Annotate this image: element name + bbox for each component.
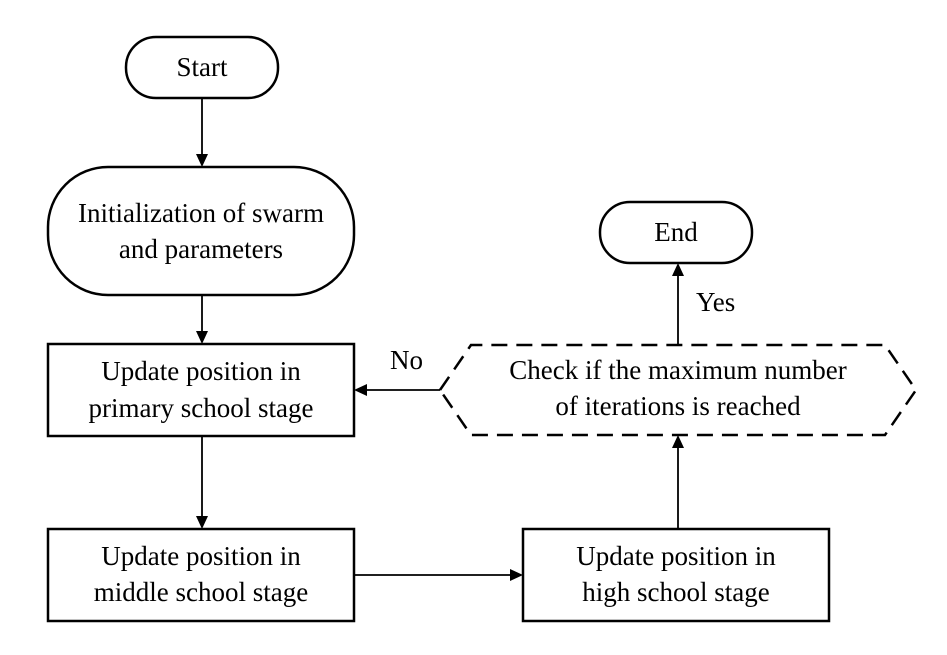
arrowhead [196,154,208,167]
yes-edge-label: Yes [696,287,735,317]
arrowhead [354,384,367,396]
primary-school-label-line-1: Update position in [101,356,301,386]
arrowhead [672,263,684,276]
start-node: Start [124,35,280,100]
edge-primary-to-middle [196,436,208,529]
arrowhead [196,516,208,529]
arrowhead [672,435,684,448]
check-iterations-decision-node: Check if the maximum number of iteration… [438,343,918,437]
edge-start-to-init [196,98,208,167]
high-school-stage-node: Update position in high school stage [521,527,831,623]
initialization-label-line-2: and parameters [119,234,283,264]
edge-init-to-primary [196,295,208,344]
initialization-label-line-1: Initialization of swarm [78,198,324,228]
primary-school-stage-node: Update position in primary school stage [46,342,356,438]
edge-high-to-check [672,435,684,529]
middle-school-label-line-1: Update position in [101,541,301,571]
start-label: Start [177,52,228,82]
check-iterations-label-line-1: Check if the maximum number [509,355,846,385]
middle-school-stage-node: Update position in middle school stage [46,527,356,623]
edge-check-to-primary: No [354,345,440,396]
arrowhead [196,331,208,344]
middle-school-label-line-2: middle school stage [94,577,308,607]
initialization-node: Initialization of swarm and parameters [46,165,356,297]
primary-school-label-line-2: primary school stage [89,393,314,423]
check-iterations-label-line-2: of iterations is reached [555,391,801,421]
high-school-label-line-2: high school stage [582,577,769,607]
high-school-label-line-1: Update position in [576,541,776,571]
no-edge-label: No [390,345,423,375]
end-label: End [654,217,698,247]
edge-middle-to-high [354,569,523,581]
arrowhead [510,569,523,581]
edge-check-to-end: Yes [672,263,735,345]
end-node: End [598,200,754,265]
